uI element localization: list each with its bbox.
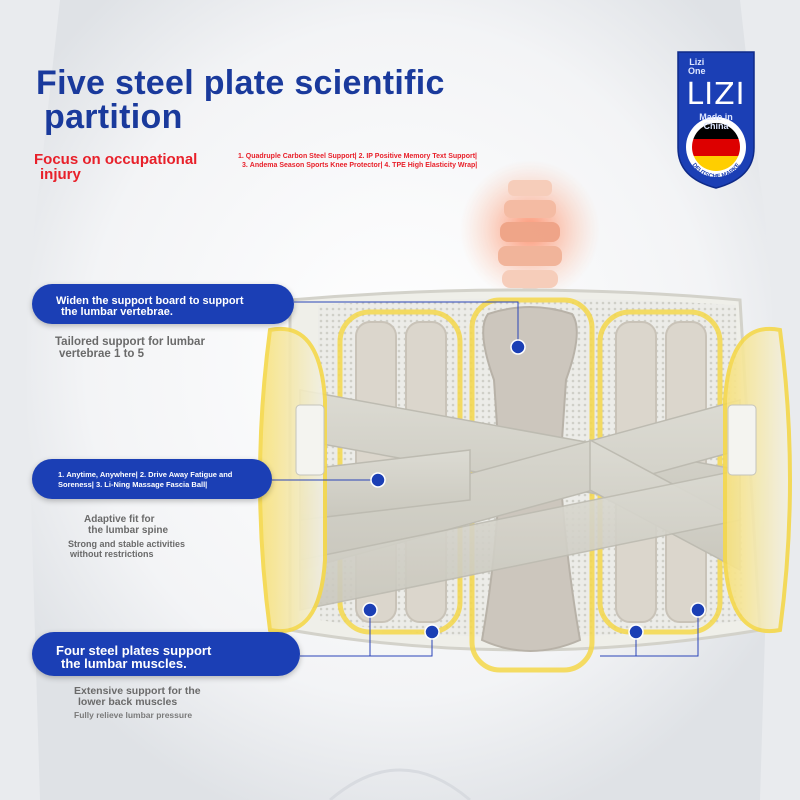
callout-line-1: Four steel plates support <box>56 643 212 658</box>
callout-line-1: Widen the support board to support <box>56 295 244 307</box>
lumbar-brace <box>258 288 792 673</box>
callout-features: 1. Anytime, Anywhere| 2. Drive Away Fati… <box>32 459 272 499</box>
callout-line-1: 1. Anytime, Anywhere| 2. Drive Away Fati… <box>58 470 233 479</box>
callout-line-2: the lumbar muscles. <box>61 656 187 671</box>
callout-line-2: the lumbar vertebrae. <box>61 306 173 318</box>
badge-made-line-2: China <box>703 121 729 131</box>
badge-top-line-1: Lizi <box>689 57 705 67</box>
note-relieve-pressure: Fully relieve lumbar pressure <box>74 710 192 720</box>
headline: Five steel plate scientific partition <box>36 66 445 134</box>
callout-dot <box>510 339 526 355</box>
headline-line-2: partition <box>44 98 183 136</box>
badge-made-in: Made in China <box>690 113 742 131</box>
leader-line-1 <box>294 301 519 347</box>
callout-dot <box>362 602 378 618</box>
subheadline-line-2: injury <box>40 166 81 183</box>
note-line-1: Strong and stable activities <box>68 539 186 549</box>
badge-brand: LIZI <box>686 77 746 112</box>
badge-top-line-2: One <box>688 66 706 76</box>
callout-support-board: Widen the support board to support the l… <box>32 284 294 324</box>
callout-line-2: Soreness| 3. Li-Ning Massage Fascia Ball… <box>58 480 208 489</box>
note-line-2: lower back muscles <box>78 696 178 708</box>
callout-steel-plates: Four steel plates support the lumbar mus… <box>32 632 300 676</box>
note-extensive-support: Extensive support for the lower back mus… <box>74 686 201 708</box>
note-tailored-support: Tailored support for lumbar vertebrae 1 … <box>55 336 205 360</box>
note-line-1: Adaptive fit for <box>84 514 155 525</box>
callout-dot <box>370 472 386 488</box>
note-line-1: Extensive support for the <box>74 685 201 697</box>
note-line-2: vertebrae 1 to 5 <box>59 348 145 360</box>
callout-dot <box>424 624 440 640</box>
headline-line-1: Five steel plate scientific <box>36 64 445 102</box>
note-strong-stable: Strong and stable activities without res… <box>68 539 185 559</box>
callout-dot <box>690 602 706 618</box>
note-line-2: the lumbar spine <box>88 525 169 536</box>
feature-list-line-2: 3. Andema Season Sports Knee Protector| … <box>242 162 478 169</box>
note-line-1: Fully relieve lumbar pressure <box>74 710 193 720</box>
note-line-1: Tailored support for lumbar <box>55 336 205 348</box>
brand-badge: DEUTSCHE MARKE <box>677 51 755 189</box>
note-adaptive-fit: Adaptive fit for the lumbar spine <box>84 514 168 536</box>
note-line-2: without restrictions <box>70 549 154 559</box>
badge-made-line-1: Made in <box>699 112 733 122</box>
callout-dot <box>628 624 644 640</box>
subheadline-line-1: Focus on occupational <box>34 151 198 168</box>
feature-list: 1. Quadruple Carbon Steel Support| 2. IP… <box>238 152 477 170</box>
badge-small-logo: Lizi One <box>688 58 706 76</box>
feature-list-line-1: 1. Quadruple Carbon Steel Support| 2. IP… <box>238 153 477 160</box>
subheadline: Focus on occupational injury <box>34 152 197 182</box>
spine-illustration <box>460 160 600 302</box>
